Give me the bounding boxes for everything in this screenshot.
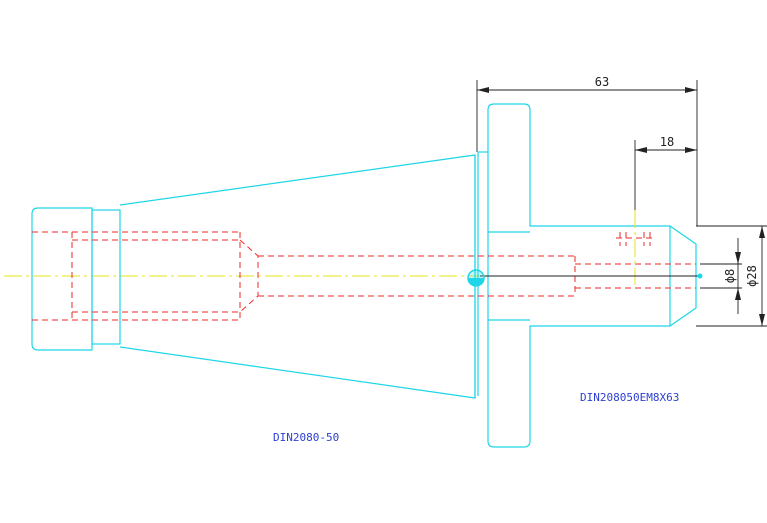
- dimension-63: 63: [476, 75, 698, 226]
- dimension-18-text: 18: [660, 135, 674, 149]
- label-taper-holder: DIN2080-50: [273, 431, 339, 444]
- dimension-phi28: ϕ28: [696, 225, 767, 327]
- dimension-18: 18: [634, 135, 697, 210]
- dimension-phi28-text: ϕ28: [745, 265, 759, 287]
- hidden-bore-lines: [32, 231, 696, 321]
- origin-marker-fill: [468, 278, 484, 286]
- taper-holder-outline: [31, 154, 479, 399]
- dimension-phi8: ϕ8: [700, 238, 742, 314]
- label-end-mill-holder: DIN208050EM8X63: [580, 391, 679, 404]
- tip-point: [697, 273, 703, 279]
- dimension-phi8-text: ϕ8: [723, 269, 737, 283]
- dimension-63-text: 63: [595, 75, 609, 89]
